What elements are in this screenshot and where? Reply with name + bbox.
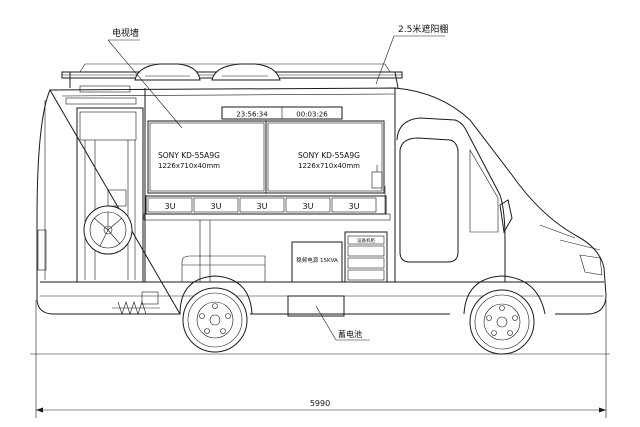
tv-1-size: 1226x710x40mm [158, 162, 220, 170]
tv-wall [147, 120, 385, 194]
battery-compartment [287, 295, 345, 317]
front-wheel [463, 275, 546, 355]
tv-1: SONY KD-55A9G 1226x710x40mm [158, 151, 220, 170]
label-battery: 蓄电池 [338, 329, 362, 339]
equipment-label: 设备机柜 [357, 237, 375, 244]
roof-ac-unit-right [211, 63, 281, 81]
roof-ac-unit-left [134, 63, 201, 81]
front-cab [396, 117, 603, 282]
rear-step [112, 291, 160, 315]
tv-2-model: SONY KD-55A9G [298, 151, 360, 160]
monitor-2-label: 3U [211, 202, 222, 211]
operator-desk [181, 255, 266, 282]
camera-device [371, 165, 383, 189]
callout-battery: 蓄电池 [315, 305, 370, 341]
monitor-1-label: 3U [165, 202, 176, 211]
clock-display-bar: 23:56:34 00:03:26 [221, 106, 343, 120]
clock-readout-2: 00:03:26 [296, 111, 328, 119]
rear-equipment-compartment [76, 107, 144, 283]
monitor-4-label: 3U [303, 202, 314, 211]
overall-length-dimension: 5990 [35, 300, 607, 418]
monitor-5-label: 3U [349, 202, 360, 211]
tv-1-model: SONY KD-55A9G [158, 151, 220, 160]
equipment-cabinet: 设备机柜 [344, 231, 388, 283]
monitor-3-label: 3U [257, 202, 268, 211]
ups-label: 稳频电源 15KVA [296, 256, 338, 264]
clock-readout-1: 23:56:34 [236, 111, 268, 119]
callout-tv-wall: 电视墙 [107, 27, 183, 129]
tv-2-size: 1226x710x40mm [298, 162, 360, 170]
callout-awning: 2.5米遮阳棚 [375, 23, 448, 85]
label-tv-wall: 电视墙 [112, 27, 139, 39]
label-awning: 2.5米遮阳棚 [398, 23, 448, 35]
exhaust-fan [83, 205, 133, 255]
rear-wheel [179, 275, 253, 353]
indicator-strip [65, 85, 137, 105]
ups-cabinet: 稳频电源 15KVA [291, 241, 343, 283]
monitor-row: 3U 3U 3U 3U 3U [143, 186, 391, 282]
tv-2: SONY KD-55A9G 1226x710x40mm [298, 151, 360, 170]
dimension-value: 5990 [310, 399, 330, 408]
